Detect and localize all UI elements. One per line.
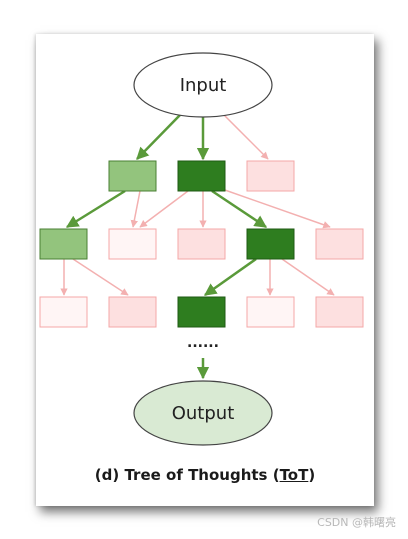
edge-n2a-n3b — [72, 258, 129, 296]
thought-node-l2-5 — [315, 228, 364, 260]
thought-node-l2-1 — [39, 228, 88, 260]
edge-n2d-n3e — [281, 258, 335, 296]
input-label: Input — [180, 75, 227, 96]
thought-node-l3-2 — [108, 296, 157, 328]
figure-caption: (d) Tree of Thoughts (ToT) — [36, 466, 374, 484]
thought-node-l1-1 — [108, 160, 157, 192]
thought-node-l3-5 — [315, 296, 364, 328]
ellipsis-text: ...... — [187, 335, 219, 351]
thought-node-l2-3 — [177, 228, 226, 260]
thought-node-l1-3 — [246, 160, 295, 192]
edge-n1a-n2b — [130, 190, 141, 228]
output-node — [133, 380, 273, 446]
edge-n1b-n2e — [221, 188, 331, 229]
watermark: CSDN @韩曙亮 — [317, 516, 396, 529]
thought-node-l2-4 — [246, 228, 295, 260]
edge-input-n1a — [136, 114, 181, 160]
edge-n2d-n3c — [203, 257, 257, 297]
caption-abbr: ToT — [279, 466, 309, 484]
caption-prefix: (d) Tree of Thoughts ( — [94, 466, 280, 484]
thought-node-l3-1 — [39, 296, 88, 328]
edge-n1b-n2d — [211, 189, 268, 229]
thought-node-l3-3 — [177, 296, 226, 328]
edge-n1a-n2a — [65, 189, 126, 229]
input-node — [133, 52, 273, 118]
output-label: Output — [172, 403, 235, 424]
caption-suffix: ) — [308, 466, 316, 484]
thought-node-l2-2 — [108, 228, 157, 260]
thought-node-l1-2 — [177, 160, 226, 192]
edge-n1b-n2b — [139, 190, 189, 228]
edge-input-n1c — [223, 114, 269, 160]
thought-node-l3-4 — [246, 296, 295, 328]
